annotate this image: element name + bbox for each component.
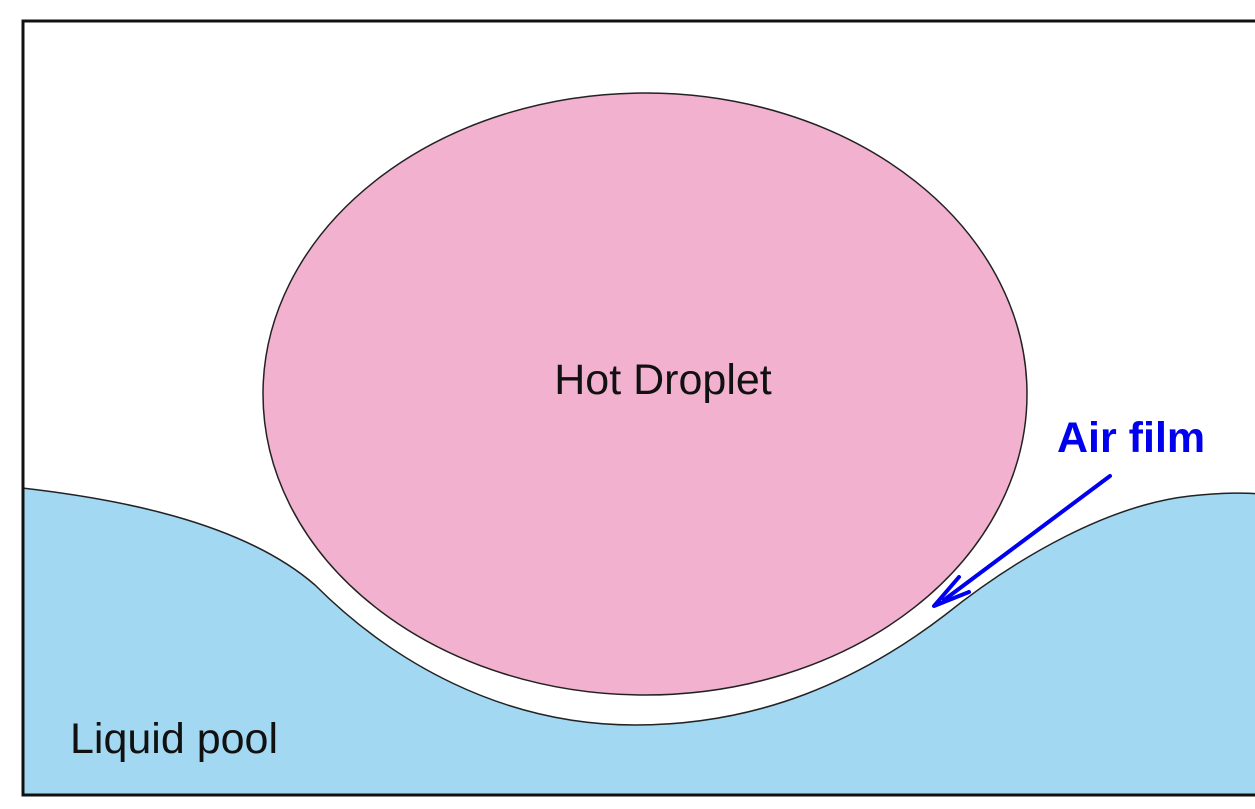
diagram-frame xyxy=(21,19,1255,797)
arrow-head xyxy=(932,575,971,608)
droplet-label: Hot Droplet xyxy=(554,356,772,404)
liquid-pool xyxy=(22,487,1255,796)
hot-droplet xyxy=(262,92,1028,696)
air-film-label: Air film xyxy=(1057,414,1205,462)
air-film-arrow xyxy=(932,474,1112,608)
pool-label: Liquid pool xyxy=(70,715,278,763)
